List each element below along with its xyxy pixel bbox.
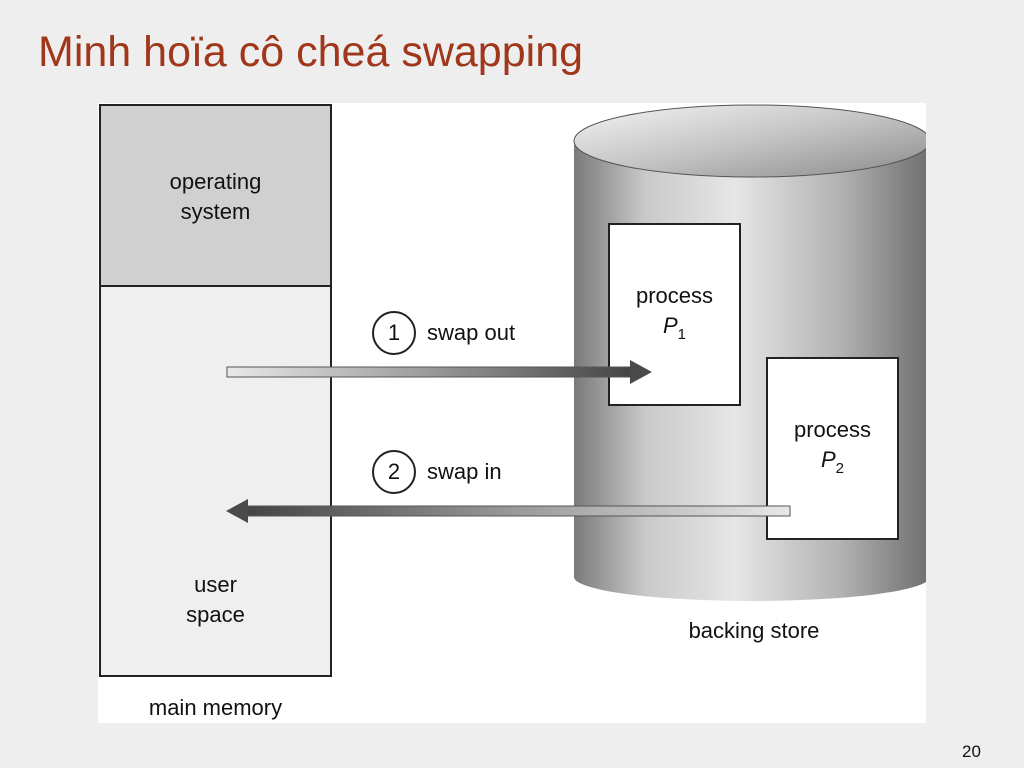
process-p2-word: process: [793, 417, 872, 442]
process-p1-name: P1: [609, 311, 740, 350]
process-p2-label: process P2: [767, 415, 898, 484]
slide-title: Minh hoïa cô cheá swapping: [38, 28, 584, 76]
backing-store-caption: backing store: [688, 618, 820, 643]
step-1-label: swap out: [427, 320, 516, 345]
swapping-diagram: operating system user space main memory …: [98, 103, 926, 723]
user-space-label-line2: space: [186, 602, 245, 627]
main-memory-caption: main memory: [148, 695, 283, 720]
swap-out-arrowhead: [630, 360, 652, 384]
swap-in-arrowhead: [226, 499, 248, 523]
user-space-label: user space: [100, 570, 331, 630]
swap-in-arrow-shaft: [245, 505, 791, 517]
process-p1-word: process: [635, 283, 714, 308]
process-p2-letter: P: [820, 447, 836, 472]
memory-os-region: [99, 104, 332, 287]
process-p1-label: process P1: [609, 281, 740, 350]
os-label: operating system: [100, 167, 331, 227]
process-p2-name: P2: [767, 445, 898, 484]
backing-store-cylinder-top: [573, 104, 926, 178]
swap-out-arrow-shaft: [226, 366, 633, 378]
os-label-line2: system: [180, 199, 251, 224]
page-number: 20: [962, 742, 981, 761]
process-p2-subscript: 2: [835, 460, 845, 477]
step-2-number: 2: [372, 450, 416, 494]
process-p1-letter: P: [662, 313, 678, 338]
process-p1-subscript: 1: [677, 326, 687, 343]
diagram-graphics: [99, 104, 926, 677]
backing-store-cylinder-bottom: [574, 553, 926, 601]
user-space-label-line1: user: [194, 572, 237, 597]
step-2-label: swap in: [427, 459, 502, 484]
memory-user-region: [99, 285, 332, 677]
step-1-number: 1: [372, 311, 416, 355]
os-label-line1: operating: [169, 169, 262, 194]
